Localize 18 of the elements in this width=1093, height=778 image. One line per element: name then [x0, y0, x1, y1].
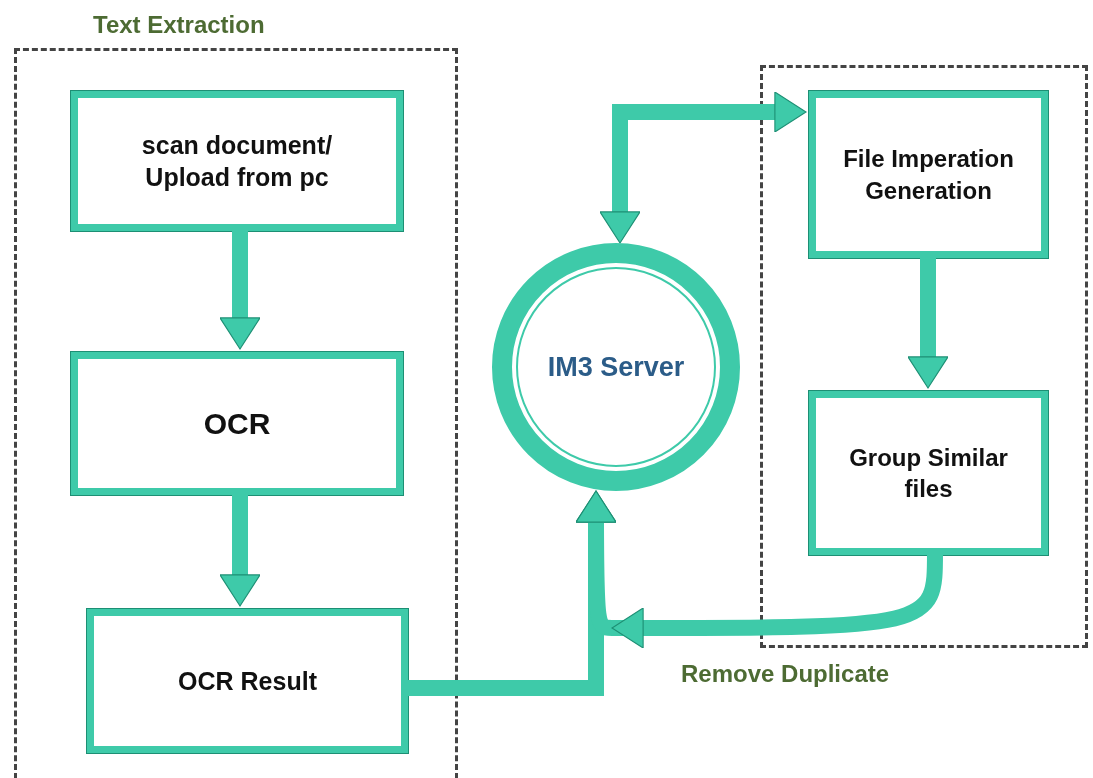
arrow — [907, 255, 949, 389]
process-box — [71, 352, 403, 495]
process-box — [809, 91, 1048, 258]
group-heading: Remove Duplicate — [681, 660, 890, 688]
server-circle — [491, 242, 741, 492]
process-box — [809, 391, 1048, 555]
node-label: Group Similar files — [848, 442, 1009, 504]
node-label: IM3 Server — [547, 351, 685, 383]
node-label: scan document/ Upload from pc — [140, 129, 334, 193]
group-heading: Text Extraction — [93, 11, 265, 39]
process-box — [87, 609, 408, 753]
arrow — [599, 91, 807, 244]
node-label: File Imperation Generation — [842, 144, 1015, 206]
arrow — [219, 228, 261, 350]
node-label: OCR — [202, 406, 272, 442]
process-box — [71, 91, 403, 231]
arrow — [219, 492, 261, 607]
node-label: OCR Result — [177, 665, 318, 697]
